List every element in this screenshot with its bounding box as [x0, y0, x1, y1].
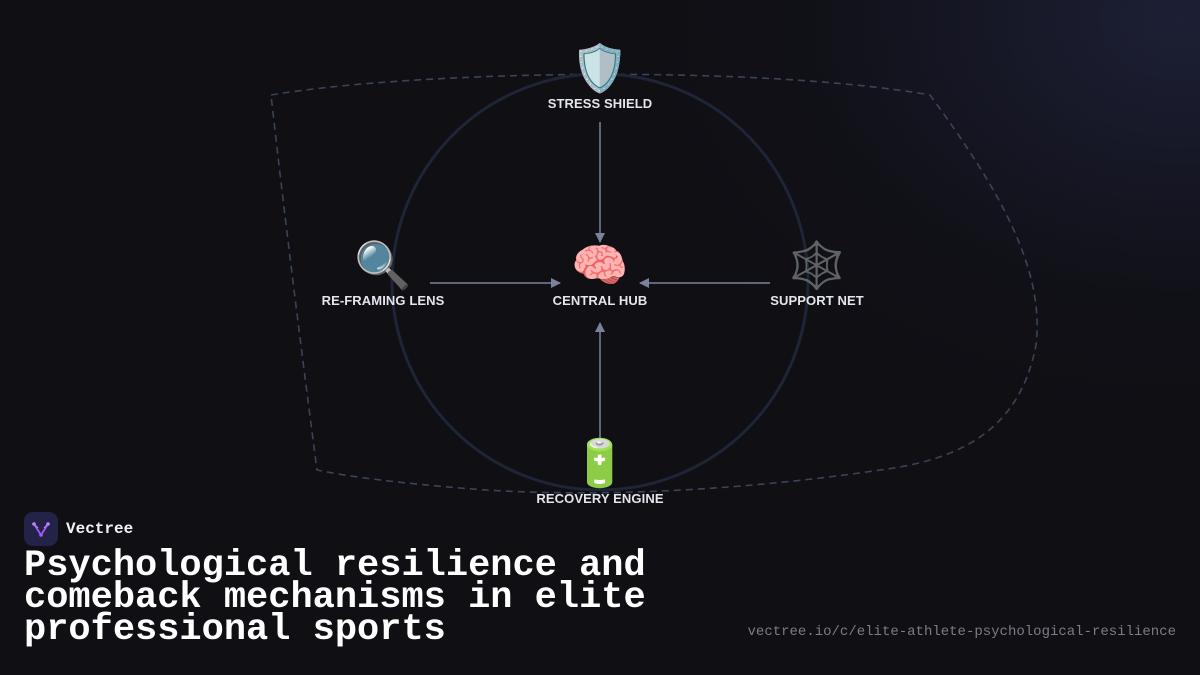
battery-icon: 🔋	[571, 436, 629, 490]
brain-icon: 🧠	[571, 238, 629, 292]
node-label: RE-FRAMING LENS	[321, 293, 445, 308]
magnifier-icon: 🔍	[354, 238, 412, 292]
dashed-boundary	[270, 73, 1038, 494]
shield-icon: 🛡️	[571, 41, 629, 95]
node-label: CENTRAL HUB	[552, 293, 648, 308]
node-label: STRESS SHIELD	[547, 96, 653, 111]
node-reframing-lens: 🔍 RE-FRAMING LENS	[283, 237, 483, 308]
node-label: RECOVERY ENGINE	[536, 491, 664, 506]
page-title: Psychological resilience and comeback me…	[24, 545, 646, 651]
brand-name: Vectree	[66, 520, 134, 538]
node-recovery-engine: 🔋 RECOVERY ENGINE	[500, 435, 700, 506]
node-support-net: 🕸️ SUPPORT NET	[717, 237, 917, 308]
hub-ring	[390, 72, 810, 492]
node-central-hub: 🧠 CENTRAL HUB	[500, 237, 700, 308]
brand[interactable]: Vectree	[24, 512, 133, 546]
vectree-logo-icon	[24, 512, 58, 546]
source-url[interactable]: vectree.io/c/elite-athlete-psychological…	[747, 624, 1176, 640]
node-label: SUPPORT NET	[770, 293, 864, 308]
node-stress-shield: 🛡️ STRESS SHIELD	[500, 40, 700, 111]
spider-web-icon: 🕸️	[788, 238, 846, 292]
